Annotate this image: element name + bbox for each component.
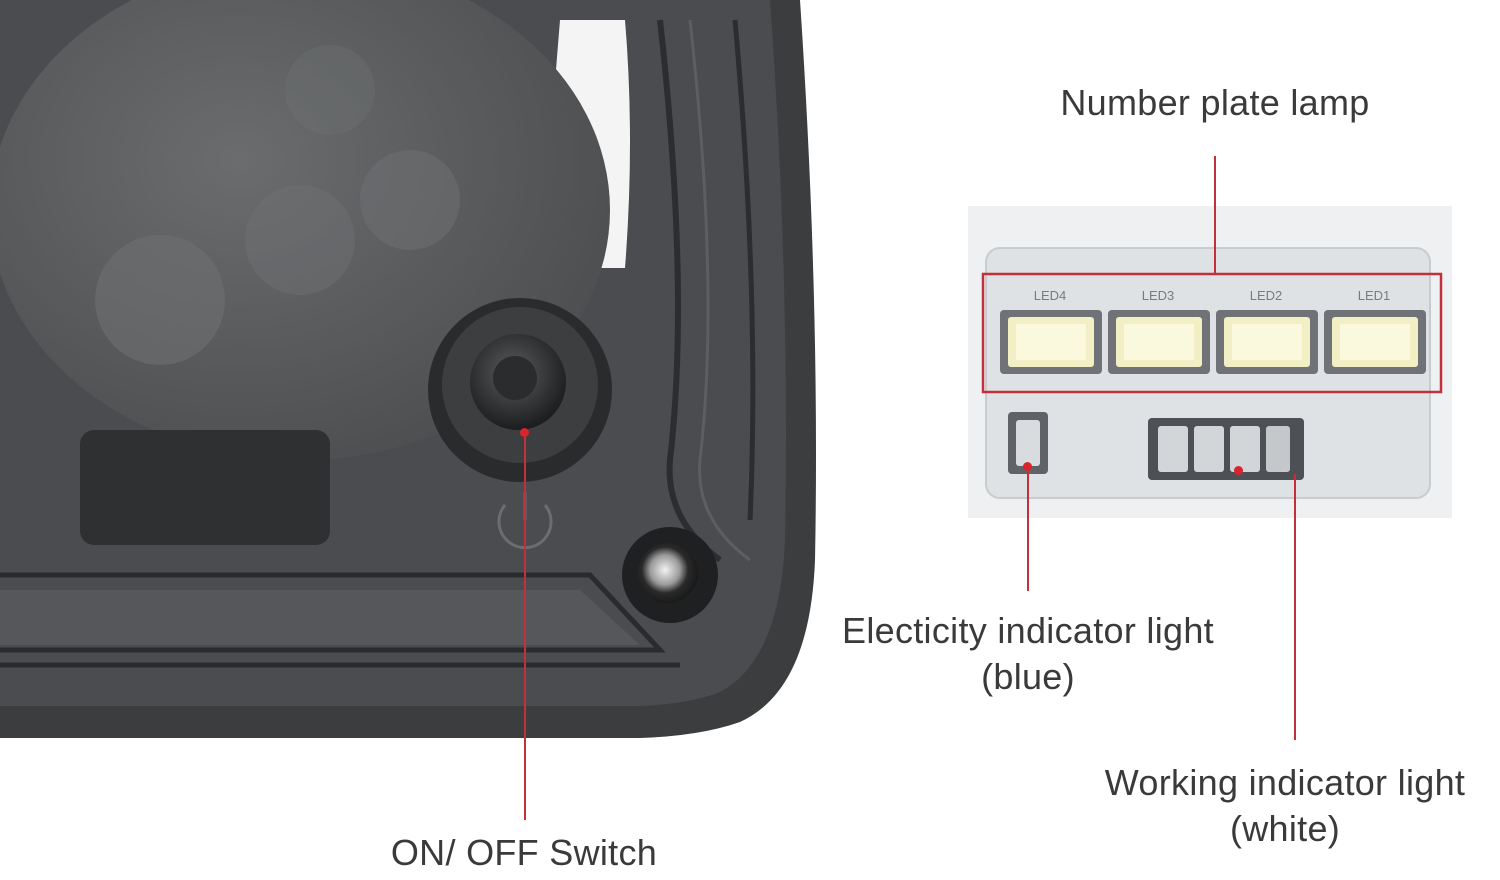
number-plate-lamp-label: Number plate lamp (1060, 82, 1370, 123)
electricity-indicator-leader (1027, 466, 1029, 591)
electricity-indicator-dot (1023, 462, 1032, 471)
led-3 (1108, 310, 1210, 374)
number-plate-lamp-highlight-box (981, 272, 1443, 394)
electricity-indicator-component (1008, 412, 1048, 474)
device-housing-illustration (0, 0, 816, 738)
led-1 (1324, 310, 1426, 374)
pcb-photo: LED4 LED3 LED2 LED1 (968, 206, 1452, 518)
working-indicator-component (1148, 418, 1304, 480)
led-2 (1216, 310, 1318, 374)
device-housing-photo (0, 0, 830, 740)
pcb-illustration: LED4 LED3 LED2 LED1 (981, 247, 1443, 499)
number-plate-lamp-leader (1214, 156, 1216, 274)
on-off-switch-dot (520, 428, 529, 437)
on-off-switch-leader (524, 432, 526, 820)
on-off-switch-label: ON/ OFF Switch (390, 832, 658, 873)
led-label: LED3 (1142, 288, 1175, 303)
working-indicator-label: Working indicator light (white) (1070, 760, 1500, 852)
led-label: LED2 (1250, 288, 1283, 303)
working-indicator-leader (1294, 474, 1296, 740)
electricity-indicator-label-line1: Electicity indicator light (842, 610, 1214, 651)
electricity-indicator-label-line2: (blue) (981, 656, 1075, 697)
led-label: LED1 (1358, 288, 1391, 303)
working-indicator-label-line1: Working indicator light (1104, 762, 1466, 803)
electricity-indicator-label: Electicity indicator light (blue) (808, 608, 1248, 700)
working-indicator-label-line2: (white) (1229, 808, 1341, 849)
led-label: LED4 (1034, 288, 1067, 303)
working-indicator-dot (1234, 466, 1243, 475)
led-4 (1000, 310, 1102, 374)
